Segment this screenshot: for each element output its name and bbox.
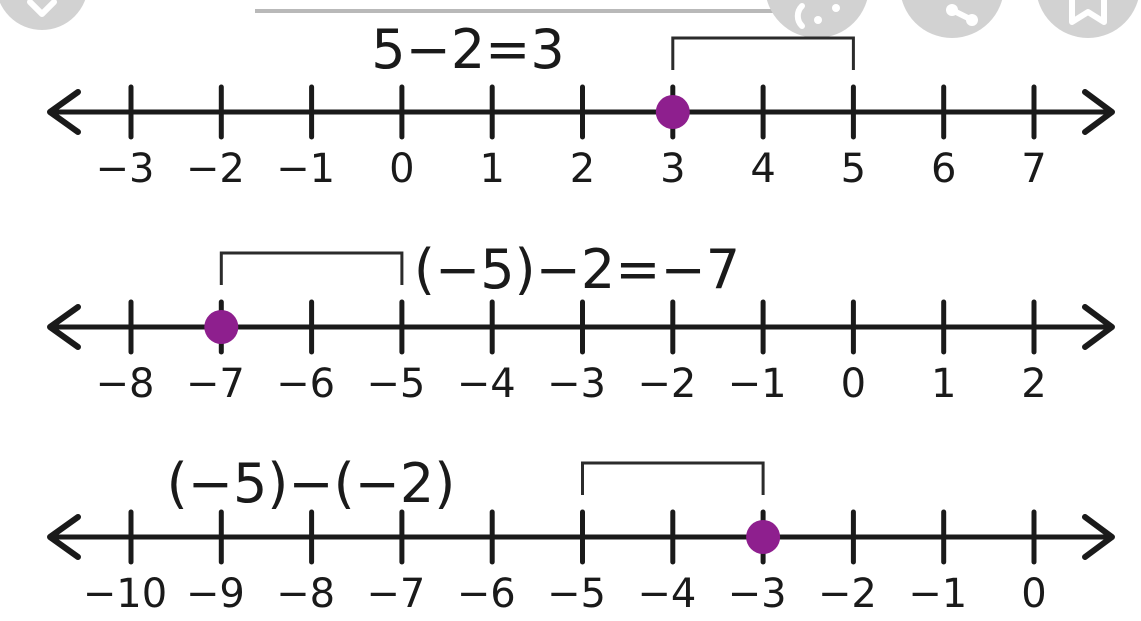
share-button[interactable]	[900, 0, 1004, 38]
tick-label: 0	[841, 361, 866, 407]
close-stroke	[27, 0, 57, 17]
tick-label: −2	[818, 571, 877, 617]
answer-point	[746, 520, 781, 554]
tick-label: −4	[637, 571, 696, 617]
overlay-button-bg[interactable]	[900, 0, 1004, 38]
tick-label: −5	[547, 571, 606, 617]
lens-icon[interactable]	[794, 3, 840, 29]
share-icon[interactable]	[946, 4, 978, 26]
equation-label: (−5)−2=−7	[414, 238, 740, 301]
left-arrow-icon	[47, 514, 81, 560]
close-button[interactable]	[0, 0, 88, 30]
share-link	[949, 7, 975, 23]
tick-label: −2	[186, 146, 245, 192]
left-arrow-icon	[47, 89, 81, 135]
equation-label: 5−2=3	[371, 18, 565, 81]
tick-label: −1	[728, 361, 787, 407]
bookmark-button[interactable]	[1036, 0, 1140, 38]
overlay-button-bg[interactable]	[1036, 0, 1140, 38]
tick-label: −6	[457, 571, 516, 617]
bookmark-shape	[1069, 0, 1107, 25]
right-arrow-icon	[1082, 304, 1115, 350]
close-icon[interactable]	[27, 0, 57, 17]
tick-label: −1	[908, 571, 967, 617]
tick-label: −1	[276, 146, 335, 192]
tick-label: −3	[547, 361, 606, 407]
tick-label: −2	[637, 361, 696, 407]
distance-bracket	[671, 36, 855, 70]
tick-label: −3	[96, 146, 155, 192]
tick-label: 7	[1021, 146, 1046, 192]
tick-label: 6	[931, 146, 956, 192]
left-arrow-icon	[47, 304, 81, 350]
tick-label: 1	[931, 361, 956, 407]
tick-label: −9	[186, 571, 245, 617]
lens-arc	[794, 3, 805, 29]
tick-label: −4	[457, 361, 516, 407]
tick-label: −5	[366, 361, 425, 407]
tick-label: −10	[83, 571, 167, 617]
lens-dot	[814, 16, 822, 24]
tick-label: 0	[389, 146, 414, 192]
tick-label: 5	[841, 146, 866, 192]
right-arrow-icon	[1082, 514, 1115, 560]
bookmark-icon[interactable]	[1069, 0, 1107, 25]
tick-label: 2	[570, 146, 595, 192]
number-line-2: −8 −7 −6 −5 −4 −3 −2 −1 0 1 2 (−5)−2=−7	[47, 238, 1115, 407]
tick-label: 2	[1021, 361, 1046, 407]
number-line-1: −3 −2 −1 0 1 2 3 4 5 6 7 5−2=3	[47, 18, 1115, 192]
distance-bracket	[581, 461, 765, 495]
equation-label: (−5)−(−2)	[167, 452, 456, 515]
lens-button[interactable]	[765, 0, 869, 38]
right-arrow-icon	[1082, 89, 1115, 135]
tick-label: −7	[366, 571, 425, 617]
tick-label: 4	[750, 146, 775, 192]
tick-label: −3	[728, 571, 787, 617]
lens-dot	[832, 4, 840, 12]
tick-label: −8	[96, 361, 155, 407]
answer-point	[204, 310, 239, 344]
tick-label: −8	[276, 571, 335, 617]
tick-label: 1	[479, 146, 504, 192]
distance-bracket	[219, 251, 404, 285]
tick-label: 0	[1021, 571, 1046, 617]
answer-point	[655, 95, 690, 129]
tick-label: −6	[276, 361, 335, 407]
tick-label: −7	[186, 361, 245, 407]
tick-label: 3	[660, 146, 685, 192]
